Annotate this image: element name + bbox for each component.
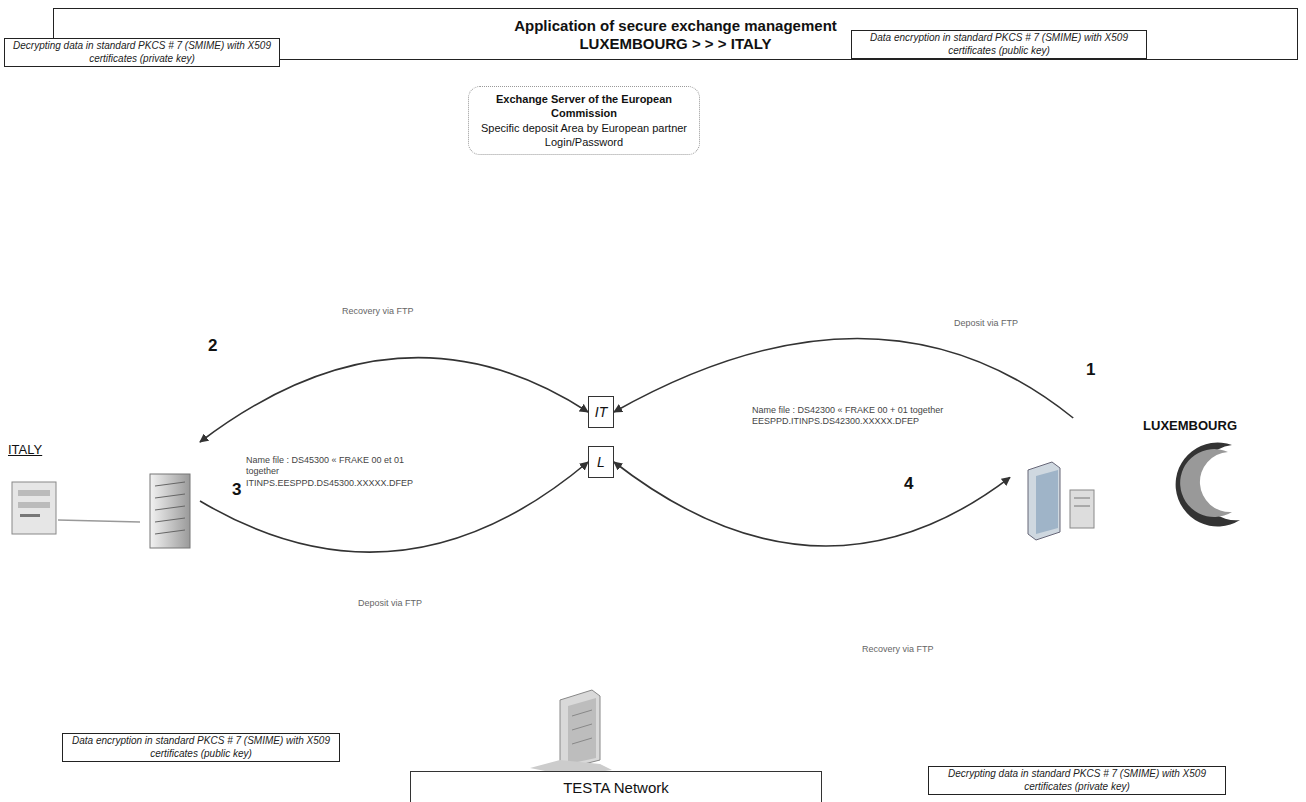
note-box: Data encryption in standard PKCS # 7 (SM… [851,30,1147,59]
luxembourg-server-icon [1028,442,1240,540]
callout-number: 1 [1084,360,1097,380]
edge-label: Deposit via FTP [952,318,1020,328]
node-text: Decrypting data in standard PKCS # 7 (SM… [935,768,1219,793]
edge-label: Recovery via FTP [340,306,416,316]
node-label-row: LUXEMBOURG [1010,418,1263,433]
file-name-note: Name file : DS45300 « FRAKE 00 et 01 tog… [244,454,424,490]
callout-number: 4 [902,474,915,494]
node-text: IT [595,404,607,420]
node-text: LUXEMBOURG [1141,418,1263,433]
node-text: Specific deposit Area by European partne… [477,121,691,150]
node-text: TESTA Network [417,779,815,796]
edge-label: Recovery via FTP [860,644,936,654]
note-box: Data encryption in standard PKCS # 7 (SM… [62,733,340,762]
network-box: TESTA Network [410,771,822,802]
site-node: ITALY [6,442,200,560]
exchange-server-box: Exchange Server of the European Commissi… [468,86,700,155]
node-text: Data encryption in standard PKCS # 7 (SM… [69,735,333,760]
ftp-connector [614,462,1010,546]
edge-label: Deposit via FTP [356,598,424,608]
node-text: L [597,454,605,470]
node-text: Exchange Server of the European Commissi… [477,92,691,121]
callout-number: 3 [230,480,243,500]
note-box: Decrypting data in standard PKCS # 7 (SM… [928,766,1226,795]
site-node: LUXEMBOURG [1010,418,1263,550]
callout-number: 2 [206,336,219,356]
node-label-row: ITALY [6,442,200,457]
file-name-note: Name file : DS42300 « FRAKE 00 + 01 toge… [750,404,990,429]
note-box: Decrypting data in standard PKCS # 7 (SM… [4,38,280,67]
node-text: Data encryption in standard PKCS # 7 (SM… [858,32,1140,57]
italy-server-icon [12,474,190,548]
deposit-area-box: L [588,446,614,478]
building-icon [530,690,612,776]
deposit-area-box: IT [588,396,614,428]
node-text: Decrypting data in standard PKCS # 7 (SM… [11,40,273,65]
ftp-connector [200,358,588,442]
node-text: ITALY [6,442,44,457]
